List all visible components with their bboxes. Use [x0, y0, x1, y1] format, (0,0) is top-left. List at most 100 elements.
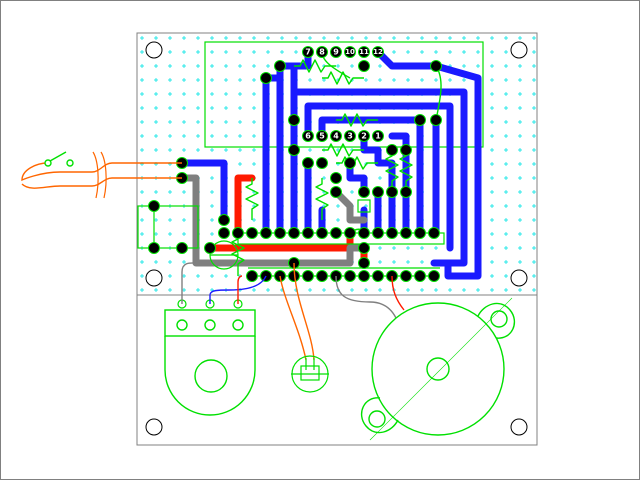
- red-trace: [234, 174, 256, 237]
- pot-lug: [232, 319, 244, 331]
- pot-lug: [204, 319, 216, 331]
- ic-pin-label: 11: [359, 48, 369, 56]
- solder-pad: [316, 46, 328, 58]
- solder-pad: [400, 270, 412, 282]
- solder-pad: [246, 227, 258, 239]
- blue-trace: [346, 159, 368, 196]
- solder-pad: [358, 242, 370, 254]
- piezo-wire-grey: [335, 275, 397, 319]
- flying-wires: [21, 162, 405, 361]
- piezo-wire-red: [391, 275, 405, 311]
- solder-pad: [400, 144, 412, 156]
- solder-pads: [148, 46, 442, 282]
- board-outline: [136, 32, 538, 446]
- solder-pad: [288, 144, 300, 156]
- ic-pin-label: 5: [319, 132, 325, 141]
- pot-wire-red: [237, 275, 243, 304]
- solder-pad: [246, 270, 258, 282]
- solder-pad: [148, 242, 160, 254]
- mounting-hole-icon: [145, 418, 163, 436]
- mounting-hole-icon: [510, 269, 528, 287]
- solder-pad: [302, 130, 314, 142]
- resistor-icon: [322, 71, 364, 85]
- input-wire: [21, 177, 182, 189]
- piezo-tab: [361, 397, 399, 434]
- solder-pad: [428, 270, 440, 282]
- piezo-tab: [477, 302, 515, 339]
- solder-pad: [414, 114, 426, 126]
- solder-pad: [372, 46, 384, 58]
- led-wire: [279, 275, 307, 361]
- pot-wire-grey: [181, 262, 197, 304]
- mounting-hole-icon: [510, 418, 528, 436]
- blue-trace: [178, 159, 228, 224]
- solder-pad: [400, 227, 412, 239]
- ic-pin-label: 6: [305, 132, 311, 141]
- grey-traces: [178, 174, 368, 267]
- pot-dial: [164, 336, 256, 416]
- ic-pin-label: 12: [373, 48, 383, 56]
- mounting-hole-icon: [145, 269, 163, 287]
- ic-pin-label: 4: [333, 132, 339, 141]
- solder-pad: [344, 157, 356, 169]
- solder-pad: [302, 270, 314, 282]
- pot-shaft: [194, 359, 228, 393]
- wire-break-mark: [100, 151, 107, 199]
- solder-pad: [344, 270, 356, 282]
- pot-body: [164, 309, 256, 337]
- solder-pad: [358, 60, 370, 72]
- switch-icon: [44, 151, 74, 167]
- wire-break-icon: [92, 151, 107, 199]
- grey-trace: [178, 174, 368, 267]
- solder-pad: [288, 114, 300, 126]
- solder-pad: [372, 270, 384, 282]
- ic-pin-label: 8: [319, 48, 325, 57]
- solder-pad: [372, 130, 384, 142]
- solder-pad: [302, 157, 314, 169]
- resistor-icon: [322, 143, 364, 157]
- ic-pin-label: 9: [333, 48, 339, 57]
- pot-lug: [176, 319, 188, 331]
- solder-pad: [372, 186, 384, 198]
- solder-pad: [358, 130, 370, 142]
- blue-trace: [304, 102, 454, 252]
- mounting-hole-icon: [145, 41, 163, 59]
- solder-pad: [414, 270, 426, 282]
- solder-pad: [302, 227, 314, 239]
- solder-pad: [316, 130, 328, 142]
- piezo-axis: [369, 297, 513, 441]
- solder-pad: [218, 214, 230, 226]
- solder-pad: [218, 227, 230, 239]
- solder-pad: [414, 227, 426, 239]
- pot-wire-blue: [209, 275, 267, 304]
- solder-pad: [386, 227, 398, 239]
- solder-pad: [316, 227, 328, 239]
- solder-pad: [344, 130, 356, 142]
- solder-pad: [430, 114, 442, 126]
- ic-pin-label: 7: [305, 48, 311, 57]
- solder-pad: [232, 227, 244, 239]
- input-connector-outline: [137, 205, 199, 249]
- solder-pad: [330, 46, 342, 58]
- resistor-icon: [245, 178, 259, 220]
- resistor-icon: [399, 150, 413, 192]
- resistor-icon: [336, 113, 378, 127]
- solder-pad: [260, 72, 272, 84]
- led-leads: [300, 365, 320, 381]
- resistor-icon: [385, 150, 399, 192]
- solder-pad: [316, 270, 328, 282]
- solder-pad: [428, 227, 440, 239]
- led-wire: [293, 262, 315, 361]
- blue-trace: [374, 48, 482, 280]
- stripboard: [136, 32, 538, 446]
- solder-pad: [302, 46, 314, 58]
- blue-trace: [388, 132, 410, 237]
- solder-pad: [260, 227, 272, 239]
- piezo-tab-hole: [368, 410, 386, 428]
- solder-pad: [330, 227, 342, 239]
- solder-pad: [344, 227, 356, 239]
- switch-contact-icon: [66, 159, 74, 167]
- solder-pad: [358, 227, 370, 239]
- grey-trace: [332, 188, 368, 224]
